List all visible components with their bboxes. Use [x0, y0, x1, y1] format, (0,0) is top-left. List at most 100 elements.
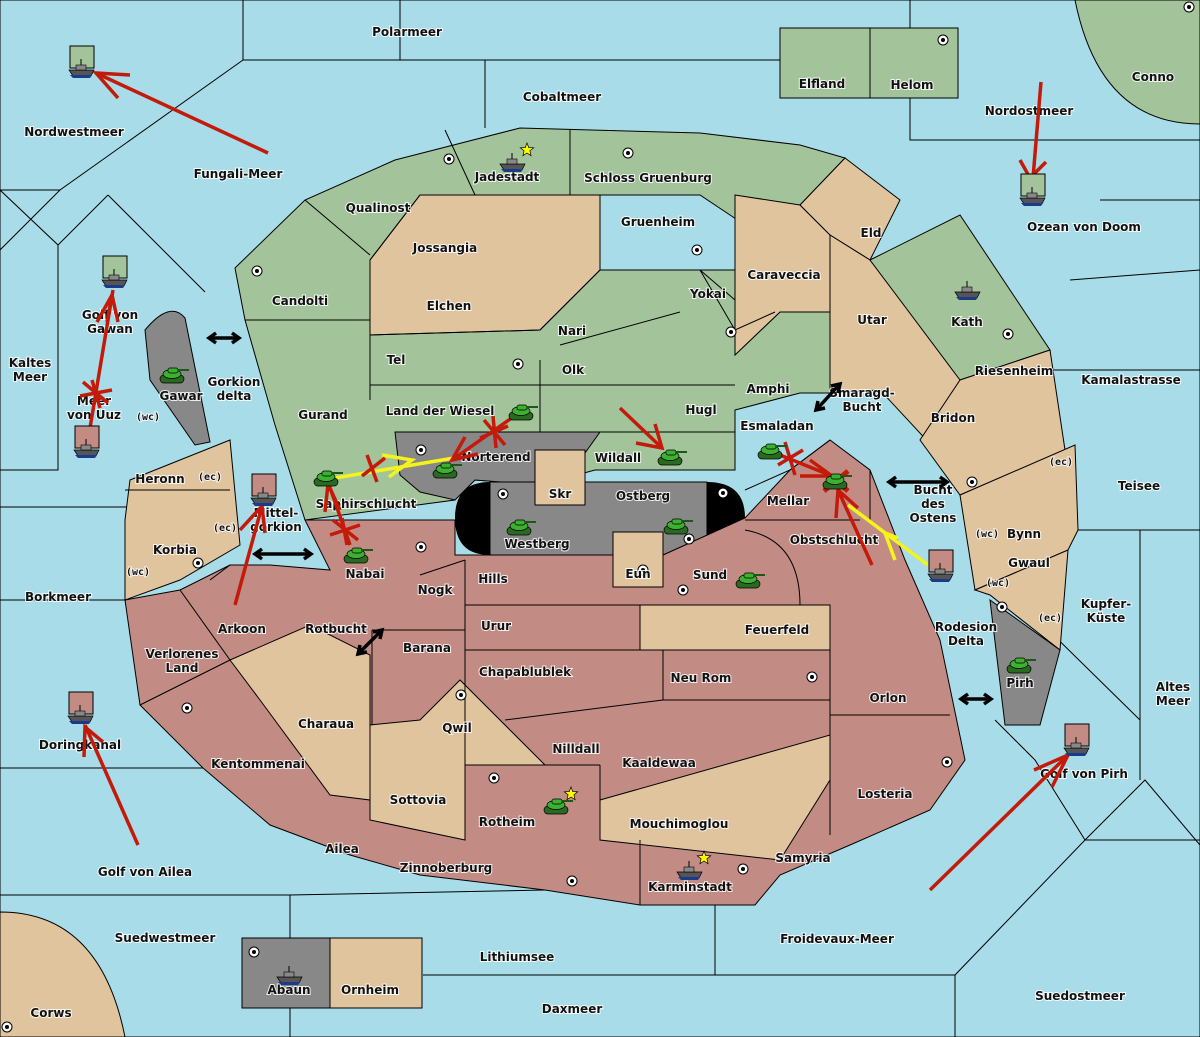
region-norterend[interactable] [394, 431, 601, 501]
land-label-heronn: Heronn [135, 472, 184, 486]
region-bynn[interactable] [959, 444, 1079, 591]
land-label-ornheim: Ornheim [341, 983, 399, 997]
land-label-westberg: Westberg [504, 537, 569, 551]
land-label-eun: Eun [625, 567, 650, 581]
land-label-conno: Conno [1132, 70, 1174, 84]
sea-label-nordostmeer: Nordostmeer [985, 104, 1074, 118]
double-arrow-icon [813, 381, 843, 413]
land-label-orlon: Orlon [869, 691, 906, 705]
fleet-unit-icon[interactable] [101, 255, 128, 289]
supply-center-icon [691, 244, 703, 256]
land-label-saphirschlucht: Saphirschlucht [316, 497, 417, 511]
land-label-hugl: Hugl [685, 403, 716, 417]
sea-label-ozean-von-doom: Ozean von Doom [1027, 220, 1141, 234]
land-label-jadestadt: Jadestadt [474, 170, 540, 184]
land-label-korbia: Korbia [153, 543, 197, 557]
coast-marker: (ec) [1038, 613, 1062, 624]
supply-center-icon [1002, 328, 1014, 340]
land-label-qualinost: Qualinost [346, 201, 411, 215]
land-label-karminstadt: Karminstadt [648, 880, 732, 894]
region-heronn-korbia[interactable] [124, 439, 241, 601]
sea-label-fungali-meer: Fungali-Meer [194, 167, 283, 181]
failed-order-x-icon [79, 379, 113, 409]
supply-center-icon [455, 689, 467, 701]
region-ornheim[interactable] [329, 937, 423, 1009]
land-label-yokai: Yokai [689, 287, 726, 301]
move-order-arrow [88, 289, 120, 429]
supply-center-icon [683, 533, 695, 545]
land-label-chapablublek: Chapablublek [479, 665, 572, 679]
region-elfland[interactable] [779, 27, 871, 99]
fleet-unit-icon[interactable] [1019, 173, 1046, 207]
land-label-bridon: Bridon [931, 411, 976, 425]
retreat-box [69, 45, 95, 69]
land-label-nogk: Nogk [418, 583, 454, 597]
capital-star-icon [563, 786, 579, 801]
coast-marker: (wc) [126, 567, 150, 578]
supply-center-icon [677, 584, 689, 596]
fleet-unit-icon[interactable] [67, 691, 94, 725]
orders [79, 71, 1072, 892]
land-label-riesenheim: Riesenheim [975, 364, 1054, 378]
army-unit-icon[interactable] [822, 469, 853, 493]
supply-center-icon [415, 444, 427, 456]
land-label-gruenheim: Gruenheim [621, 215, 695, 229]
land-label-charaua: Charaua [298, 717, 354, 731]
supply-center-icon [443, 153, 455, 165]
sea-label-golf-von-ailea: Golf von Ailea [98, 865, 192, 879]
land-label-gwaul: Gwaul [1008, 556, 1050, 570]
army-unit-icon[interactable] [543, 786, 579, 815]
coast-marker: (wc) [986, 578, 1010, 589]
supply-center-icon [497, 488, 509, 500]
land-label-gurand: Gurand [298, 408, 348, 422]
adjacency-arrows [205, 331, 995, 706]
land-label-corws: Corws [30, 1006, 71, 1020]
land-label-kentommenai: Kentommenai [211, 757, 305, 771]
region-conno[interactable] [1074, 0, 1200, 125]
land-label-skr: Skr [549, 487, 572, 501]
internal-borders [125, 129, 950, 905]
fleet-unit-icon[interactable] [676, 850, 712, 881]
land-label-pirh: Pirh [1006, 676, 1033, 690]
region-corws[interactable] [0, 911, 126, 1037]
fleet-unit-icon[interactable] [73, 425, 100, 459]
supply-center-icon [251, 265, 263, 277]
sea-label-borkmeer: Borkmeer [25, 590, 91, 604]
units [67, 45, 1090, 986]
sea-label-suedostmeer: Suedostmeer [1035, 989, 1125, 1003]
land-label-rotheim: Rotheim [479, 815, 536, 829]
move-order-arrow [91, 71, 269, 155]
sea-label-cobaltmeer: Cobaltmeer [523, 90, 601, 104]
land-label-nari: Nari [558, 324, 586, 338]
land-label-neu-rom: Neu Rom [671, 671, 732, 685]
fleet-unit-icon[interactable] [250, 473, 277, 507]
failed-order-x-icon [329, 517, 361, 546]
fleet-unit-icon[interactable] [927, 549, 954, 583]
land-label-losteria: Losteria [857, 787, 912, 801]
region-charaua[interactable] [229, 624, 371, 801]
region-labels: PolarmeerCobaltmeerNordwestmeerFungali-M… [8, 24, 1191, 1021]
land-label-barana: Barana [403, 641, 451, 655]
land-label-mouchimoglou: Mouchimoglou [630, 817, 729, 831]
land-label-mellar: Mellar [767, 494, 809, 508]
land-label-sottovia: Sottovia [390, 793, 447, 807]
double-arrow-icon [205, 331, 243, 345]
double-arrow-icon [355, 627, 385, 657]
sea-label-suedwestmeer: Suedwestmeer [115, 931, 216, 945]
land-label-gawar: Gawar [159, 389, 202, 403]
region-skr[interactable] [534, 449, 586, 506]
sea-label-rotbucht: Rotbucht [305, 622, 367, 636]
sea-label-kupfer-kueste: Kupfer-Küste [1081, 597, 1131, 625]
land-label-schloss-gruenburg: Schloss Gruenburg [584, 171, 712, 185]
supply-center-icon [966, 476, 978, 488]
fleet-unit-icon[interactable] [1063, 723, 1090, 757]
coast-marker: (wc) [136, 412, 160, 423]
supply-center-icon [806, 671, 818, 683]
fleet-unit-icon[interactable] [68, 45, 95, 79]
land-label-elchen: Elchen [427, 299, 472, 313]
supply-center-icon [512, 358, 524, 370]
coast-marker: (ec) [1049, 457, 1073, 468]
fleet-unit-icon[interactable] [499, 142, 535, 173]
